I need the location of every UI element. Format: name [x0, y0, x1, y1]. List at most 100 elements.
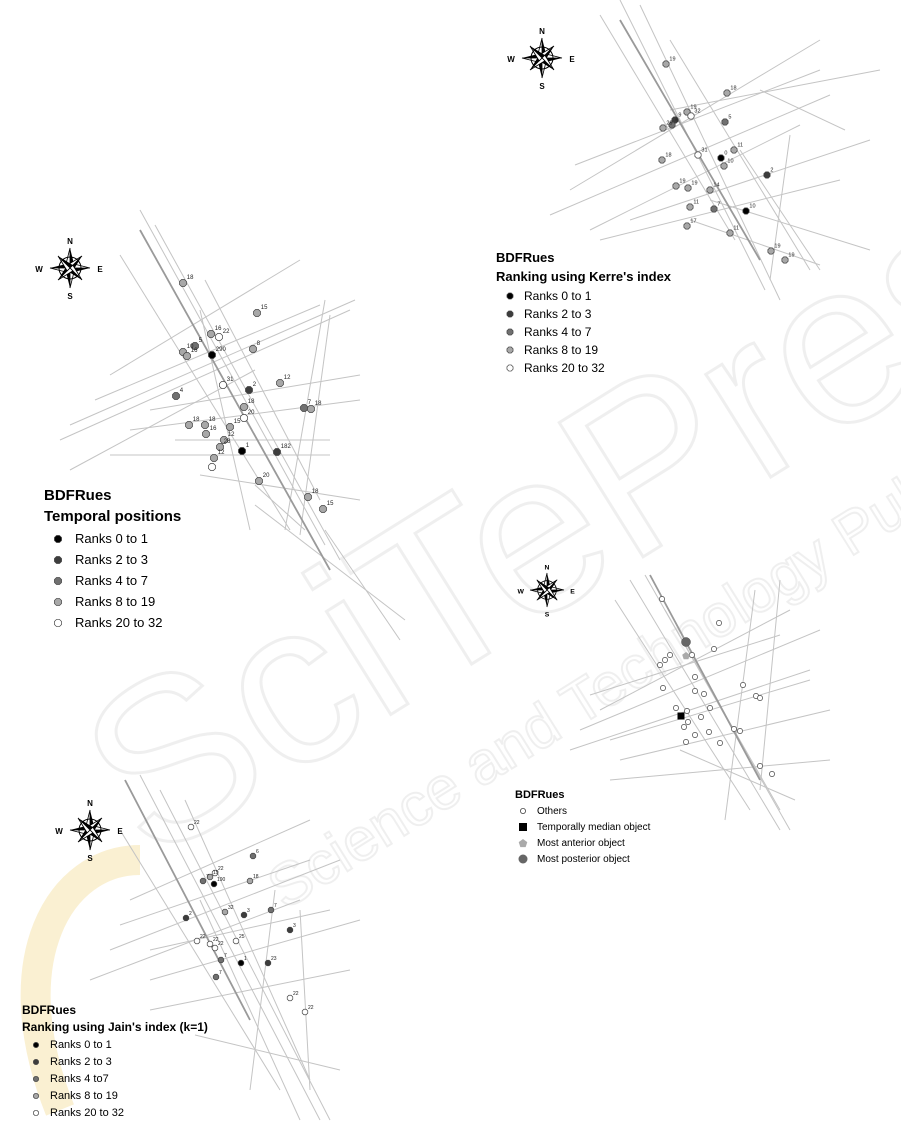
map-point[interactable] — [253, 309, 261, 317]
map-point-other[interactable] — [659, 596, 665, 602]
map-point[interactable] — [687, 112, 695, 120]
map-point[interactable] — [201, 421, 209, 429]
map-point-other[interactable] — [692, 732, 698, 738]
map-point-other[interactable] — [706, 729, 712, 735]
map-point-other[interactable] — [662, 657, 668, 663]
map-point[interactable] — [694, 151, 702, 159]
map-point[interactable] — [207, 330, 215, 338]
map-point[interactable] — [215, 333, 223, 341]
map-point[interactable] — [273, 448, 281, 456]
map-point-other[interactable] — [684, 708, 690, 714]
map-point[interactable] — [220, 436, 228, 444]
map-point[interactable] — [208, 463, 216, 471]
map-point[interactable] — [307, 405, 315, 413]
map-point[interactable] — [240, 911, 248, 919]
map-point-other[interactable] — [689, 652, 695, 658]
map-point[interactable] — [742, 207, 750, 215]
map-point-other[interactable] — [740, 682, 746, 688]
map-point[interactable] — [182, 914, 190, 922]
map-point-other[interactable] — [769, 771, 775, 777]
map-point[interactable] — [191, 342, 199, 350]
map-point[interactable] — [202, 430, 210, 438]
map-point[interactable] — [206, 873, 214, 881]
map-point-most-posterior[interactable] — [681, 637, 691, 647]
map-point[interactable] — [240, 403, 248, 411]
map-point[interactable] — [683, 222, 691, 230]
map-point-other[interactable] — [660, 685, 666, 691]
map-point[interactable] — [237, 959, 245, 967]
map-point[interactable] — [668, 121, 676, 129]
map-point-other[interactable] — [673, 705, 679, 711]
map-point-other[interactable] — [692, 688, 698, 694]
map-point[interactable] — [672, 182, 680, 190]
map-point-other[interactable] — [681, 724, 687, 730]
map-point[interactable] — [706, 186, 714, 194]
map-point[interactable] — [232, 937, 240, 945]
map-point-other[interactable] — [667, 652, 673, 658]
map-point[interactable] — [172, 392, 180, 400]
map-point[interactable] — [276, 379, 284, 387]
map-point[interactable] — [717, 154, 725, 162]
map-point[interactable] — [246, 877, 254, 885]
map-point[interactable] — [206, 940, 214, 948]
map-point[interactable] — [240, 414, 248, 422]
map-point[interactable] — [226, 423, 234, 431]
map-point-other[interactable] — [717, 740, 723, 746]
map-point-most-anterior[interactable] — [682, 652, 690, 660]
map-point-median[interactable] — [677, 712, 685, 720]
map-point-other[interactable] — [716, 620, 722, 626]
map-point-other[interactable] — [757, 695, 763, 701]
map-point-other[interactable] — [737, 728, 743, 734]
map-point-other[interactable] — [757, 763, 763, 769]
map-point[interactable] — [720, 162, 728, 170]
map-point[interactable] — [249, 852, 257, 860]
map-point[interactable] — [684, 184, 692, 192]
map-point[interactable] — [255, 477, 263, 485]
map-point-other[interactable] — [707, 705, 713, 711]
map-point[interactable] — [179, 279, 187, 287]
map-point[interactable] — [286, 926, 294, 934]
map-point[interactable] — [662, 60, 670, 68]
map-point[interactable] — [767, 247, 775, 255]
map-point[interactable] — [300, 404, 308, 412]
map-point[interactable] — [212, 973, 220, 981]
map-point[interactable] — [185, 421, 193, 429]
map-point[interactable] — [211, 869, 219, 877]
map-point[interactable] — [217, 956, 225, 964]
map-point[interactable] — [249, 345, 257, 353]
map-point-other[interactable] — [683, 739, 689, 745]
map-point[interactable] — [710, 205, 718, 213]
map-point[interactable] — [730, 146, 738, 154]
map-point[interactable] — [726, 229, 734, 237]
map-point[interactable] — [193, 937, 201, 945]
map-point-other[interactable] — [657, 662, 663, 668]
map-point[interactable] — [210, 454, 218, 462]
map-point-other[interactable] — [701, 691, 707, 697]
map-point[interactable] — [763, 171, 771, 179]
map-point[interactable] — [238, 447, 246, 455]
map-point-other[interactable] — [711, 646, 717, 652]
map-point[interactable] — [221, 908, 229, 916]
map-point[interactable] — [183, 352, 191, 360]
map-point[interactable] — [781, 256, 789, 264]
map-point[interactable] — [721, 118, 729, 126]
map-point[interactable] — [245, 386, 253, 394]
map-point-other[interactable] — [698, 714, 704, 720]
map-point-other[interactable] — [731, 726, 737, 732]
map-point[interactable] — [659, 124, 667, 132]
map-point[interactable] — [211, 944, 219, 952]
map-point[interactable] — [187, 823, 195, 831]
map-point-other[interactable] — [685, 719, 691, 725]
map-point[interactable] — [219, 381, 227, 389]
map-point[interactable] — [658, 156, 666, 164]
map-point[interactable] — [199, 877, 207, 885]
map-point[interactable] — [286, 994, 294, 1002]
map-point[interactable] — [723, 89, 731, 97]
map-point[interactable] — [216, 443, 224, 451]
map-point[interactable] — [319, 505, 327, 513]
map-point[interactable] — [264, 959, 272, 967]
map-point[interactable] — [210, 880, 218, 888]
map-point[interactable] — [304, 493, 312, 501]
map-point[interactable] — [267, 906, 275, 914]
map-point-other[interactable] — [692, 674, 698, 680]
